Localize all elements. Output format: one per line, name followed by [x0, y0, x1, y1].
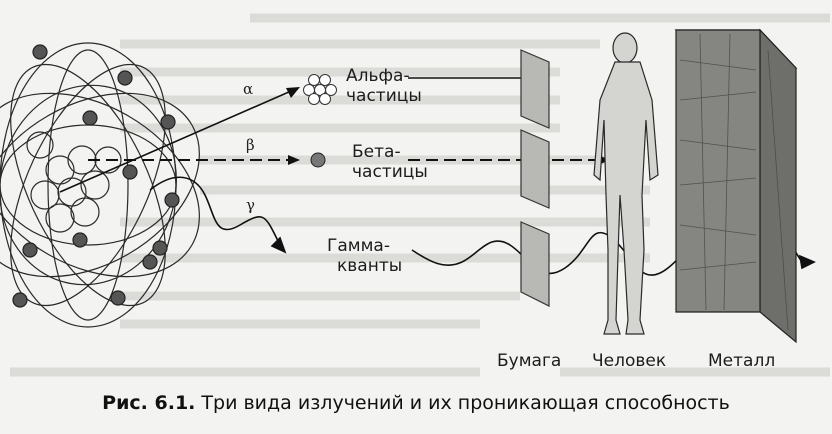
alpha-symbol: α	[243, 80, 253, 98]
gamma-label-line1: Гамма-	[327, 236, 402, 256]
alpha-label-line2: частицы	[346, 86, 422, 106]
figure-number: Рис. 6.1.	[102, 392, 195, 414]
alpha-label: Альфа- частицы	[346, 66, 422, 106]
beta-label: Бета- частицы	[352, 142, 428, 182]
metal-barrier	[676, 30, 796, 342]
gamma-label: Гамма- кванты	[327, 236, 402, 276]
figure-caption: Рис. 6.1. Три вида излучений и их проник…	[0, 392, 832, 414]
paper-barrier	[521, 50, 549, 306]
alpha-label-line1: Альфа-	[346, 66, 422, 86]
human-label: Человек	[592, 351, 666, 371]
beta-symbol: β	[246, 136, 255, 154]
gamma-symbol: γ	[246, 196, 255, 214]
paper-label: Бумага	[497, 351, 561, 371]
figure-caption-text: Три вида излучений и их проникающая спос…	[195, 392, 729, 414]
beta-label-line2: частицы	[352, 162, 428, 182]
gamma-label-line2: кванты	[327, 256, 402, 276]
beta-label-line1: Бета-	[352, 142, 428, 162]
human-figure	[594, 33, 658, 334]
metal-label: Металл	[708, 351, 775, 371]
